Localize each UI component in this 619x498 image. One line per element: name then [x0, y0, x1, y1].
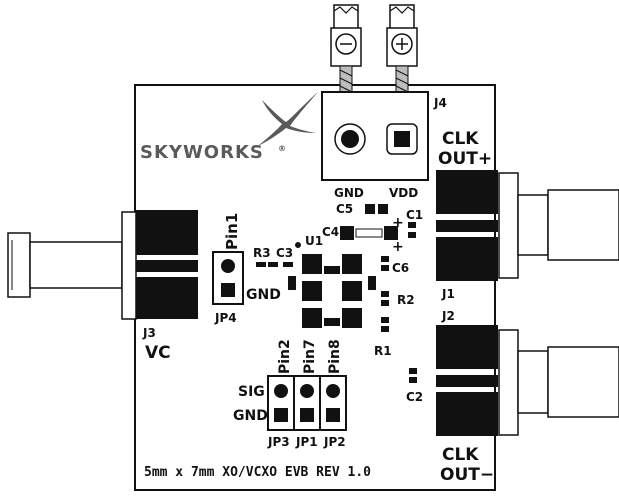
sig-label: SIG: [238, 384, 265, 400]
jp3-pin-label: Pin2: [277, 339, 293, 374]
j4-vdd-label: VDD: [389, 186, 418, 200]
r2-ref: R2: [397, 293, 415, 307]
r3-ref: R3: [253, 246, 271, 260]
logo-text: SKYWORKS: [140, 142, 264, 163]
j1-label-line2: OUT+: [438, 149, 492, 169]
c1-ref: C1: [406, 208, 423, 222]
j3-label: VC: [145, 343, 171, 363]
jp2-pin-label: Pin8: [327, 339, 343, 374]
c2-ref: C2: [406, 390, 423, 404]
jp4-ref: JP4: [214, 311, 237, 325]
j2-ref: J2: [441, 309, 455, 323]
logo-registered-mark: ®: [278, 144, 286, 153]
u1-ref: U1: [305, 234, 323, 248]
polarity-plus-1: +: [392, 215, 404, 231]
polarity-plus-2: +: [392, 239, 404, 255]
jp1-pin-label: Pin7: [302, 339, 318, 374]
jp1-ref: JP1: [295, 435, 318, 449]
j2-label-line1: CLK: [442, 445, 479, 465]
terminal-screw-minus: [330, 4, 362, 109]
jp4-jumper: Pin1 GND JP4: [212, 213, 281, 325]
board-title: 5mm x 7mm XO/VCXO EVB REV 1.0: [144, 465, 371, 480]
j2-label-line2: OUT−: [440, 465, 494, 485]
j4-ref: J4: [433, 96, 447, 110]
jp2-ref: JP2: [323, 435, 346, 449]
jp3-ref: JP3: [267, 435, 290, 449]
c3-ref: C3: [276, 246, 293, 260]
passive-components: R3 C3 C4 C5 + + C1 C6 R2 R1: [253, 202, 423, 404]
j1-sma-connector: CLK OUT+ J1: [436, 129, 619, 301]
j2-sma-connector: J2 CLK OUT−: [436, 309, 619, 485]
c6-ref: C6: [392, 261, 409, 275]
skyworks-logo: SKYWORKS ®: [140, 92, 318, 163]
jp4-pin-label: Pin1: [223, 213, 241, 250]
plus-icon: [396, 38, 408, 50]
j3-sma-connector: J3 VC: [7, 210, 198, 363]
r1-ref: R1: [374, 344, 392, 358]
logo-swoosh-icon: [258, 92, 318, 146]
j4-gnd-label: GND: [334, 186, 364, 200]
jp4-gnd-label: GND: [246, 287, 281, 303]
j1-label-line1: CLK: [442, 129, 479, 149]
c4-ref: C4: [322, 225, 339, 239]
j3-ref: J3: [142, 326, 156, 340]
u1-oscillator-footprint: U1: [288, 234, 376, 328]
c5-ref: C5: [336, 202, 353, 216]
power-terminal-block: J4 GND VDD: [321, 4, 447, 200]
jumper-header-group: Pin2 Pin7 Pin8 SIG GND JP3 JP1 JP2: [233, 339, 347, 449]
j1-ref: J1: [441, 287, 455, 301]
jumper-gnd-label: GND: [233, 408, 268, 424]
